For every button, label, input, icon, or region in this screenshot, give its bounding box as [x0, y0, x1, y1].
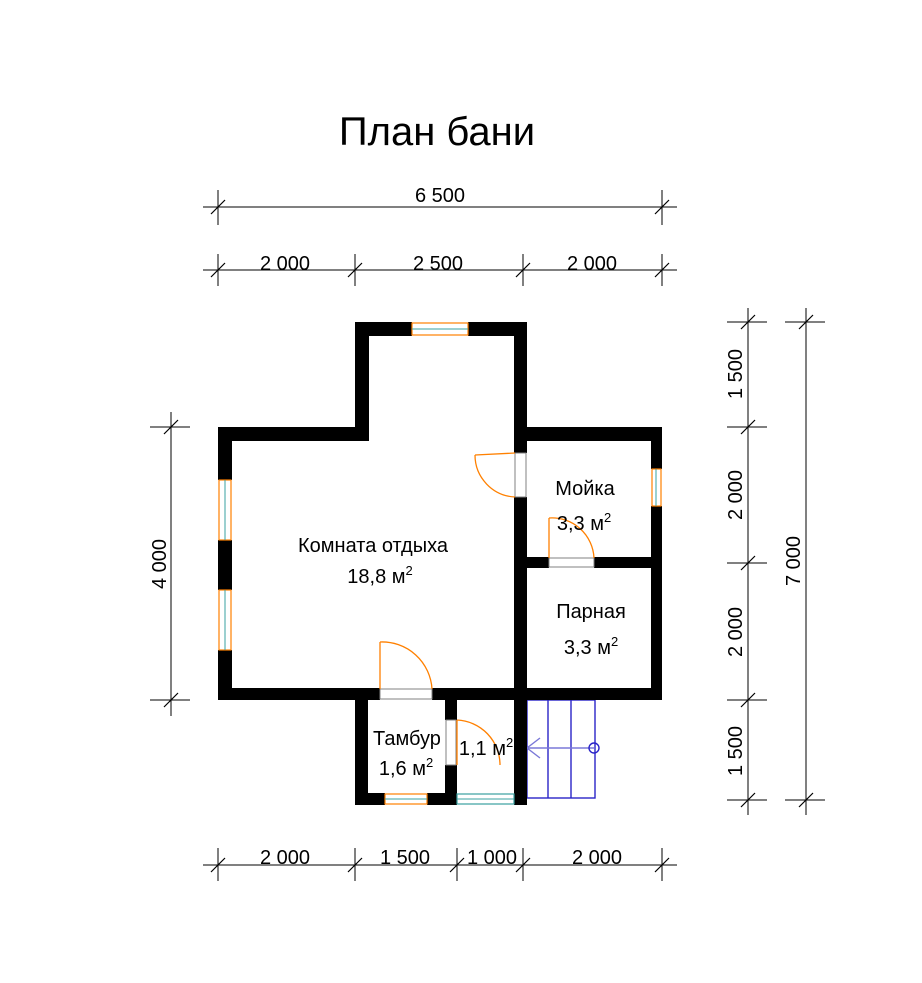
window-left-upper — [218, 479, 232, 541]
left-dimension: 4 000 — [149, 412, 190, 716]
room-name: Тамбур — [373, 728, 441, 750]
right-total-dimension: 7 000 — [783, 308, 825, 815]
window-vestibule — [384, 793, 428, 805]
room-area: 3,3 м2 — [564, 634, 618, 659]
right-segment-label: 2 000 — [725, 607, 747, 657]
door-rest-room-to-washroom — [474, 452, 527, 498]
room-area: 18,8 м2 — [347, 563, 412, 588]
top-segment-label: 2 500 — [413, 253, 463, 275]
room-label-washroom: Мойка 3,3 м2 — [555, 478, 615, 535]
room-area: 1,6 м2 — [379, 755, 433, 780]
top-segment-dimensions: 2 000 2 500 2 000 — [203, 253, 677, 286]
door-porch-to-vestibule — [445, 719, 501, 766]
room-area: 1,1 м2 — [459, 735, 513, 760]
bottom-segment-label: 1 500 — [380, 847, 430, 869]
right-total-label: 7 000 — [783, 536, 805, 586]
right-segment-label: 2 000 — [725, 470, 747, 520]
room-label-vestibule: Тамбур 1,6 м2 — [373, 728, 441, 780]
bottom-segment-dimensions: 2 000 1 500 1 000 2 000 — [203, 847, 677, 881]
top-total-label: 6 500 — [415, 185, 465, 207]
room-label-steam-room: Парная 3,3 м2 — [556, 601, 626, 659]
top-total-dimension: 6 500 — [203, 185, 677, 225]
top-segment-label: 2 000 — [567, 253, 617, 275]
room-name: Мойка — [555, 478, 615, 500]
walls — [218, 322, 662, 805]
porch-stairs — [525, 699, 600, 799]
right-segment-label: 1 500 — [725, 726, 747, 776]
plan-title: План бани — [339, 110, 535, 154]
door-washroom-to-steam-room — [548, 517, 595, 568]
top-segment-label: 2 000 — [260, 253, 310, 275]
room-area: 3,3 м2 — [557, 510, 611, 535]
room-name: Парная — [556, 601, 626, 623]
room-label-rest-room: Комната отдыха 18,8 м2 — [298, 535, 449, 588]
bottom-segment-label: 1 000 — [467, 847, 517, 869]
door-vestibule-to-rest-room — [379, 641, 433, 700]
bottom-segment-label: 2 000 — [260, 847, 310, 869]
left-dimension-label: 4 000 — [149, 539, 171, 589]
window-top — [411, 322, 469, 336]
bottom-segment-label: 2 000 — [572, 847, 622, 869]
room-label-porch: 1,1 м2 — [459, 735, 513, 760]
porch-railing — [456, 793, 515, 805]
right-segment-dimensions: 1 500 2 000 2 000 1 500 — [725, 308, 767, 815]
window-left-lower — [218, 589, 232, 651]
window-washroom — [651, 468, 662, 507]
room-name: Комната отдыха — [298, 535, 449, 557]
right-segment-label: 1 500 — [725, 349, 747, 399]
